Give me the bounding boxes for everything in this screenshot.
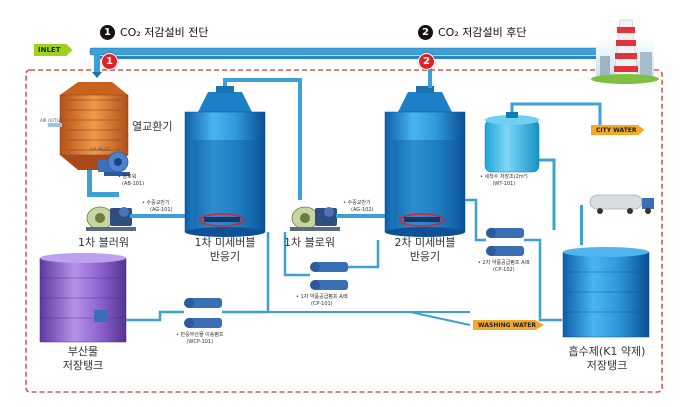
stage-number-badge: 2: [418, 24, 433, 40]
marker-2: 2: [418, 53, 435, 70]
wash-tank-caption: • 세척수 저장조(2m³)(WT-101): [480, 174, 528, 187]
blower1-label: 1차 블러워: [78, 236, 129, 249]
washing-water-tag: WASHING WATER: [473, 320, 544, 330]
byproduct-pump-icon: [184, 298, 222, 328]
circ-pump1-caption: • 수중교반기(AG-101): [142, 200, 173, 213]
inlet-arrow: INLET: [34, 44, 73, 56]
green-field: [591, 74, 659, 84]
marker-1: 1: [101, 53, 118, 70]
wash-tank-icon: [484, 112, 540, 173]
heat-exchanger-label: 열교환기: [132, 120, 173, 133]
absorbent-tank-icon: [562, 247, 650, 338]
chem-pump1-caption: • 1차 약품공급펌프 A/B(CP-101): [296, 294, 348, 307]
header-stage-2: 2 CO₂ 저감설비 후단: [418, 24, 526, 40]
stage-number-badge: 1: [100, 24, 115, 40]
header-text: CO₂ 저감설비 전단: [120, 26, 209, 39]
city-building: [600, 56, 610, 80]
blower1-icon: [86, 206, 136, 231]
pipe-bypass: [100, 56, 600, 59]
bubbler-highlight: [199, 213, 245, 227]
byproduct-tank-icon: [39, 253, 127, 343]
header-text: CO₂ 저감설비 후단: [438, 26, 527, 39]
circ-pump2-caption: • 수중교반기(AG-102): [343, 200, 374, 213]
chem-pump2-caption: • 2차 약품공급펌프 A/B(CP-102): [478, 260, 530, 273]
main-flue-pipe: [89, 47, 601, 56]
air-outlet-label: AIR OUTLET: [40, 118, 64, 123]
blower2-icon: [290, 206, 340, 231]
reactor2-icon: [384, 86, 466, 237]
chem-pump1-icon: [310, 262, 348, 290]
chem-pump2-icon: [486, 228, 524, 256]
blower-fan-caption: • 블로워(AB-101): [118, 174, 145, 187]
air-inlet-label: AIR INLET: [90, 147, 110, 152]
city-building: [640, 52, 652, 80]
blower2-label: 1차 블로워: [284, 236, 335, 249]
tanker-truck-icon: [589, 194, 654, 214]
bubbler-highlight: [399, 213, 445, 227]
system-boundary: [25, 69, 663, 393]
blower-fan-icon: [98, 151, 130, 176]
city-water-tag: CITY WATER: [591, 125, 645, 135]
reactor1-icon: [184, 86, 266, 237]
header-stage-1: 1 CO₂ 저감설비 전단: [100, 24, 208, 40]
byproduct-pump-caption: • 반응부산물 이송펌프(WCP-101): [176, 332, 224, 345]
absorbent-tank-label: 흡수제(K1 약제)저장탱크: [568, 345, 646, 372]
chimney-icon: [613, 19, 639, 81]
